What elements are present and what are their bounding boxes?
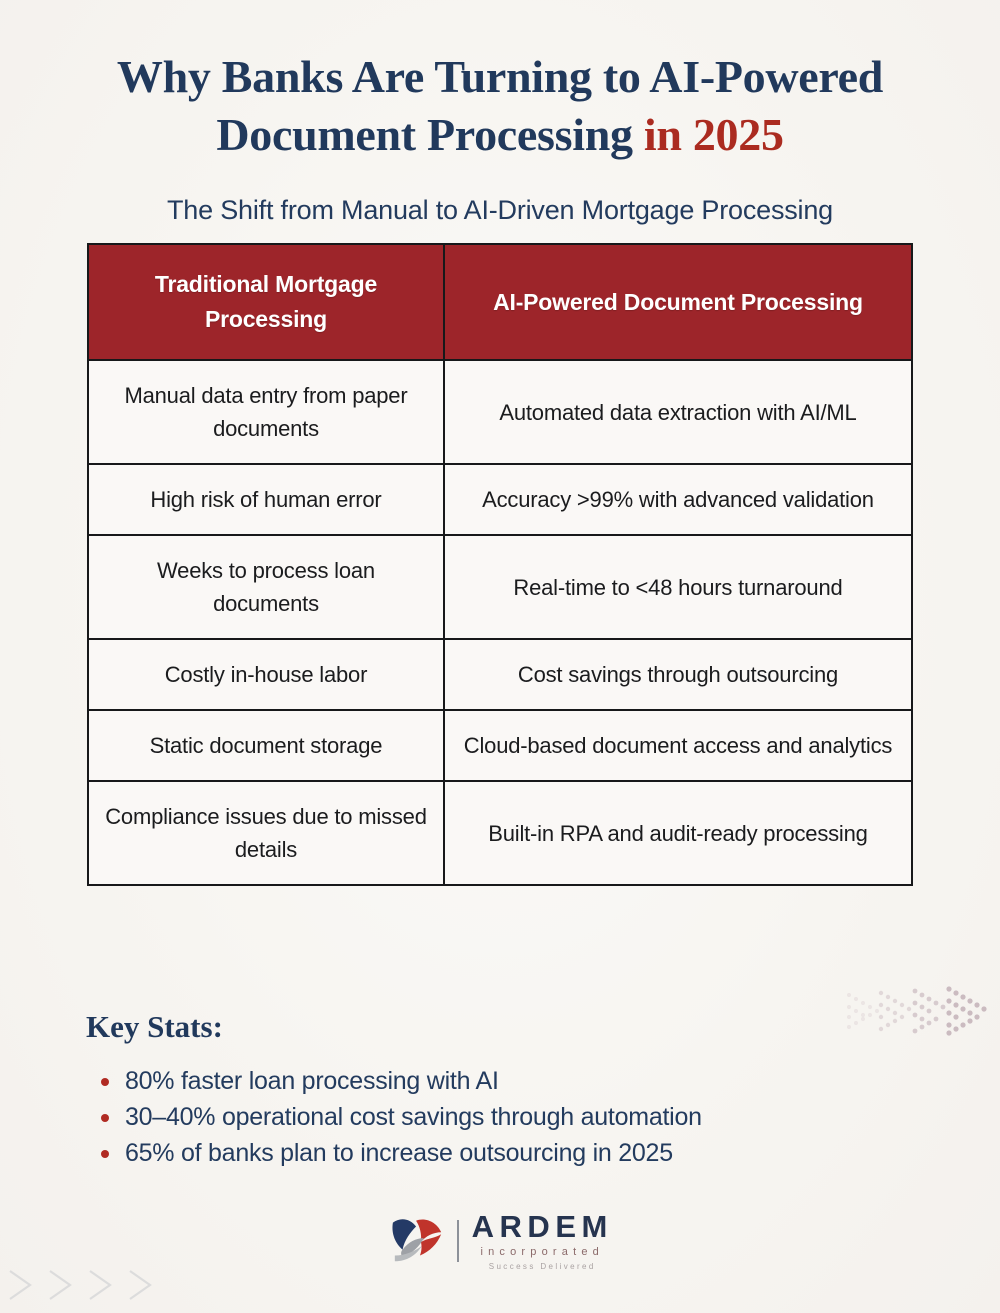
key-stat-item: 65% of banks plan to increase outsourcin… bbox=[98, 1135, 958, 1171]
table-row: Manual data entry from paper documents A… bbox=[87, 359, 914, 465]
table-row: Static document storage Cloud-based docu… bbox=[87, 709, 914, 782]
key-stats-list: 80% faster loan processing with AI 30–40… bbox=[98, 1063, 958, 1171]
cell-ai: Accuracy >99% with advanced validation bbox=[442, 463, 914, 536]
table-row: High risk of human error Accuracy >99% w… bbox=[87, 463, 914, 536]
bullet-icon bbox=[101, 1150, 109, 1158]
brand-logo: ARDEM incorporated Success Delivered bbox=[0, 1211, 1000, 1271]
cell-ai: Automated data extraction with AI/ML bbox=[442, 359, 914, 465]
key-stat-text: 65% of banks plan to increase outsourcin… bbox=[125, 1139, 673, 1167]
title-line-2-main: Document Processing bbox=[216, 109, 644, 160]
cell-traditional: Manual data entry from paper documents bbox=[87, 359, 445, 465]
logo-tagline: Success Delivered bbox=[488, 1262, 596, 1271]
cell-ai: Cloud-based document access and analytic… bbox=[442, 709, 914, 782]
cell-traditional: High risk of human error bbox=[87, 463, 445, 536]
cell-ai: Cost savings through outsourcing bbox=[442, 638, 914, 711]
key-stat-item: 30–40% operational cost savings through … bbox=[98, 1099, 958, 1135]
page-title: Why Banks Are Turning to AI-Powered Docu… bbox=[60, 48, 940, 164]
title-year-accent: in 2025 bbox=[643, 109, 784, 160]
table-body: Manual data entry from paper documents A… bbox=[87, 359, 914, 886]
title-line-2: Document Processing in 2025 bbox=[60, 106, 940, 164]
cell-traditional: Costly in-house labor bbox=[87, 638, 445, 711]
key-stat-text: 80% faster loan processing with AI bbox=[125, 1067, 499, 1095]
table-row: Weeks to process loan documents Real-tim… bbox=[87, 534, 914, 640]
column-header-traditional: Traditional Mortgage Processing bbox=[87, 243, 445, 361]
table-row: Compliance issues due to missed details … bbox=[87, 780, 914, 886]
page-subtitle: The Shift from Manual to AI-Driven Mortg… bbox=[167, 195, 833, 225]
key-stat-item: 80% faster loan processing with AI bbox=[98, 1063, 958, 1099]
table-head: Traditional Mortgage Processing AI-Power… bbox=[87, 243, 914, 361]
logo-divider bbox=[457, 1220, 459, 1262]
key-stats-heading: Key Stats: bbox=[86, 1009, 223, 1044]
column-header-ai: AI-Powered Document Processing bbox=[442, 243, 914, 361]
cell-ai: Real-time to <48 hours turnaround bbox=[442, 534, 914, 640]
logo-subtitle: incorporated bbox=[480, 1246, 605, 1258]
title-line-1: Why Banks Are Turning to AI-Powered bbox=[116, 51, 884, 102]
key-stat-text: 30–40% operational cost savings through … bbox=[125, 1103, 702, 1131]
bullet-icon bbox=[101, 1114, 109, 1122]
comparison-table-wrapper: Traditional Mortgage Processing AI-Power… bbox=[87, 243, 914, 886]
cell-traditional: Weeks to process loan documents bbox=[87, 534, 445, 640]
table-row: Costly in-house labor Cost savings throu… bbox=[87, 638, 914, 711]
cell-traditional: Static document storage bbox=[87, 709, 445, 782]
cell-traditional: Compliance issues due to missed details bbox=[87, 780, 445, 886]
comparison-table: Traditional Mortgage Processing AI-Power… bbox=[87, 243, 914, 886]
bullet-icon bbox=[101, 1078, 109, 1086]
ardem-swoosh-icon bbox=[392, 1219, 442, 1262]
dotted-chevron-decoration bbox=[846, 986, 987, 1036]
outline-chevron-decoration bbox=[9, 1270, 152, 1300]
logo-wordmark: ARDEM bbox=[471, 1209, 613, 1244]
cell-ai: Built-in RPA and audit-ready processing bbox=[442, 780, 914, 886]
table-header-row: Traditional Mortgage Processing AI-Power… bbox=[87, 243, 914, 361]
logo-text-group: ARDEM incorporated Success Delivered bbox=[472, 1211, 613, 1271]
